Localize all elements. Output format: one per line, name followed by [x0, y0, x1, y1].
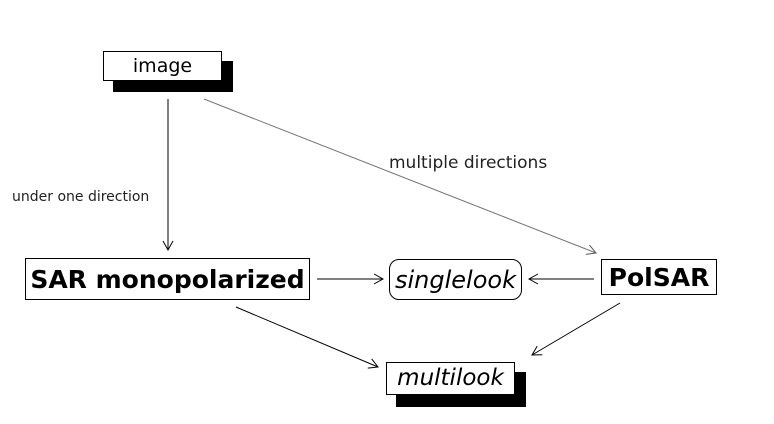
node-image-label: image: [132, 54, 193, 77]
node-image: image: [103, 51, 222, 81]
node-sar-monopolarized: SAR monopolarized: [25, 258, 310, 300]
edge-label-under-one-direction: under one direction: [12, 189, 150, 205]
edge-sar-to-multilook: [235, 306, 379, 369]
edge-image-to-polsar: [203, 98, 597, 255]
node-multilook-label: multilook: [397, 365, 504, 391]
node-polsar-label: PolSAR: [608, 262, 710, 292]
node-sar-monopolarized-label: SAR monopolarized: [30, 264, 305, 294]
node-multilook: multilook: [386, 362, 515, 395]
edge-label-multiple-directions: multiple directions: [389, 153, 548, 173]
node-polsar: PolSAR: [601, 259, 717, 295]
edge-polsar-to-multilook: [531, 302, 621, 356]
node-singlelook-label: singlelook: [395, 265, 516, 294]
node-singlelook: singlelook: [389, 259, 522, 300]
